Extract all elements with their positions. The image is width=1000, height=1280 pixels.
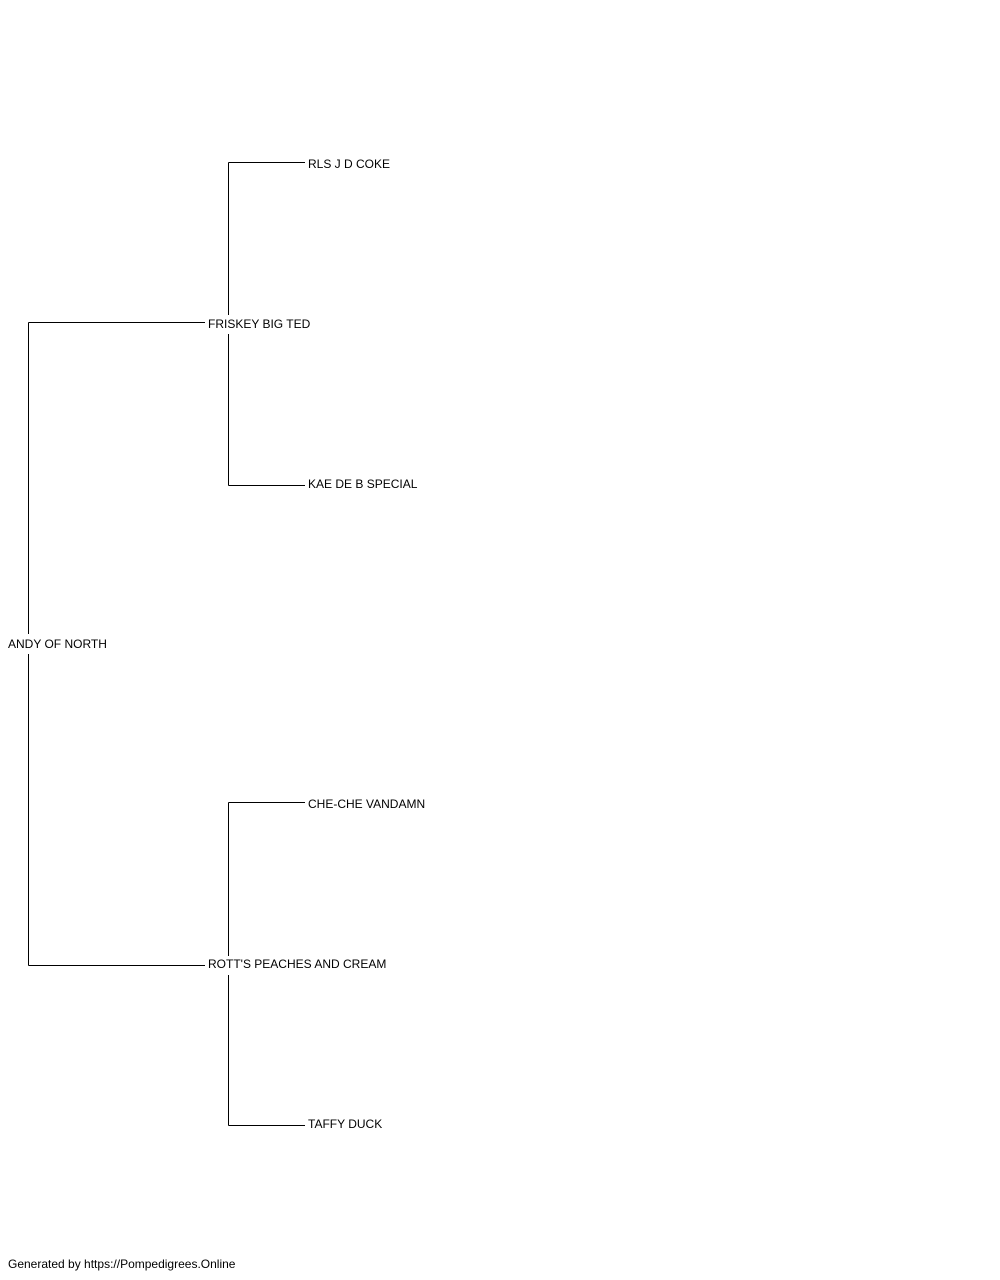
subject-name: ANDY OF NORTH — [8, 637, 107, 651]
dam-name: ROTT'S PEACHES AND CREAM — [208, 957, 386, 971]
maternal-granddam-name: TAFFY DUCK — [308, 1117, 382, 1131]
maternal-grandsire-name: CHE-CHE VANDAMN — [308, 797, 425, 811]
paternal-granddam-name: KAE DE B SPECIAL — [308, 477, 418, 491]
generated-by-footer: Generated by https://Pompedigrees.Online — [8, 1257, 236, 1271]
paternal-grandsire-name: RLS J D COKE — [308, 157, 390, 171]
sire-name: FRISKEY BIG TED — [208, 317, 311, 331]
